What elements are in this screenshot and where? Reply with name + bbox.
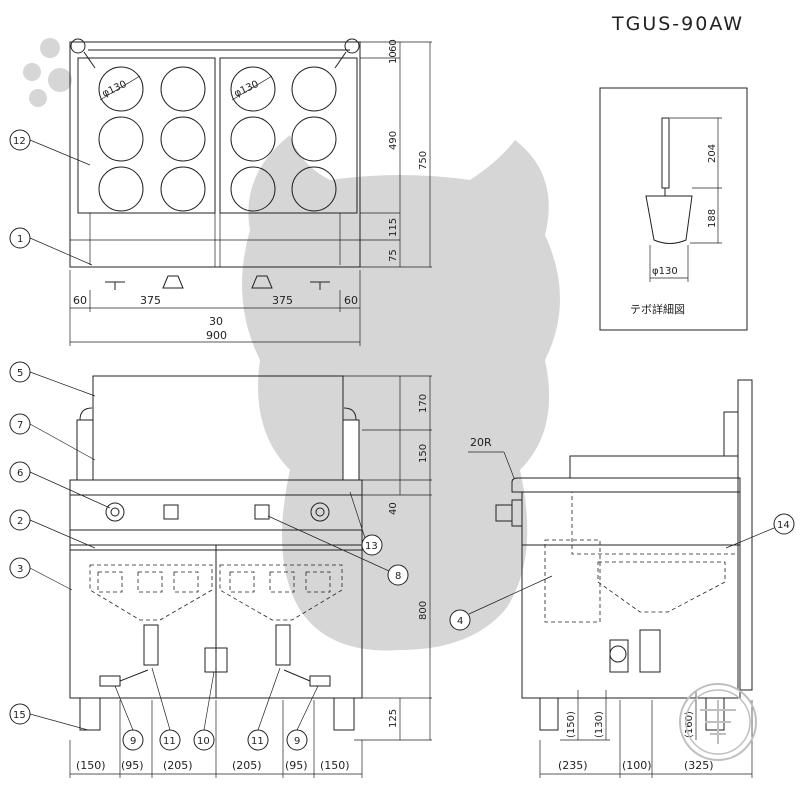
dim-w-30: 30 (209, 315, 223, 328)
dim-front-b1: (150) (76, 759, 106, 772)
dim-w-375-left: 375 (140, 294, 161, 307)
seal-stamp (679, 683, 757, 761)
side-dim-150: (150) (566, 711, 577, 738)
callout-1: 1 (17, 234, 23, 245)
basket-detail-view: 204 188 φ130 テボ詳細図 (599, 87, 748, 331)
radius-label: 20R (470, 436, 492, 449)
callout-3: 3 (17, 564, 23, 575)
dim-front-b6: (150) (320, 759, 350, 772)
dim-front-b4: (205) (232, 759, 262, 772)
detail-dim-188: 188 (707, 209, 718, 228)
side-dim-b1: (235) (558, 759, 588, 772)
front-dims-right: 170 150 40 800 125 (343, 375, 432, 741)
callout-4: 4 (457, 616, 463, 627)
dim-front-150: 150 (418, 444, 429, 463)
callout-6: 6 (17, 468, 23, 479)
callout-8: 8 (395, 571, 401, 582)
callout-5: 5 (17, 368, 23, 379)
callout-15: 15 (13, 710, 26, 721)
callouts: 12 1 5 7 6 2 3 15 9 11 10 11 (9, 129, 795, 751)
top-dims-bottom: 60 375 30 375 60 900 (69, 270, 361, 346)
callout-12: 12 (13, 136, 26, 147)
watermark-cat-logo (23, 38, 560, 651)
dim-front-b2: (95) (121, 759, 144, 772)
circle-dia-left: φ130 (101, 79, 129, 100)
model-title: TGUS-90AW (611, 13, 744, 35)
top-knobs (105, 275, 330, 290)
callout-14: 14 (777, 520, 790, 531)
callout-11-right: 11 (251, 736, 264, 747)
detail-dim-dia: φ130 (652, 266, 678, 277)
callout-13: 13 (365, 541, 378, 552)
dim-total-900: 900 (206, 329, 227, 342)
left-basket-grid (98, 66, 206, 212)
front-valves (99, 624, 331, 687)
top-dims-right: 60 10 490 750 115 75 (360, 39, 432, 268)
dim-top-490: 490 (388, 131, 399, 150)
front-view: 170 150 40 800 125 (150) (95) (205) (205… (69, 375, 432, 778)
circle-dia-right: φ130 (233, 79, 261, 100)
dim-front-125: 125 (388, 709, 399, 728)
dim-top-115: 115 (388, 218, 399, 237)
callout-9-left: 9 (130, 736, 136, 747)
dim-front-170: 170 (418, 394, 429, 413)
dim-front-b5: (95) (285, 759, 308, 772)
side-dim-b2: (100) (622, 759, 652, 772)
dim-top-10: 10 (388, 51, 399, 64)
callout-9-right: 9 (294, 736, 300, 747)
dim-top-75: 75 (388, 249, 399, 262)
dim-top-60: 60 (388, 39, 399, 52)
side-dim-130: (130) (594, 711, 605, 738)
side-dim-160: (160) (684, 711, 695, 738)
callout-11-left: 11 (163, 736, 176, 747)
dim-front-800: 800 (418, 601, 429, 620)
dim-w-375-right: 375 (272, 294, 293, 307)
side-dim-b3: (325) (684, 759, 714, 772)
dim-front-40: 40 (388, 502, 399, 515)
dim-front-b3: (205) (163, 759, 193, 772)
side-view: 20R (150) (130) (160) (235) (100) (325) (468, 379, 757, 778)
detail-caption: テボ詳細図 (630, 302, 685, 316)
front-dims-bottom: (150) (95) (205) (205) (95) (150) (69, 700, 363, 778)
detail-dim-204: 204 (707, 144, 718, 163)
dim-w-60-left: 60 (73, 294, 87, 307)
callout-10: 10 (197, 736, 210, 747)
top-view: φ130 φ130 60 10 490 750 115 75 (69, 38, 432, 346)
dim-w-60-right: 60 (344, 294, 358, 307)
callout-2: 2 (17, 516, 23, 527)
right-basket-grid (230, 66, 337, 212)
dim-top-750: 750 (418, 151, 429, 170)
callout-7: 7 (17, 420, 23, 431)
